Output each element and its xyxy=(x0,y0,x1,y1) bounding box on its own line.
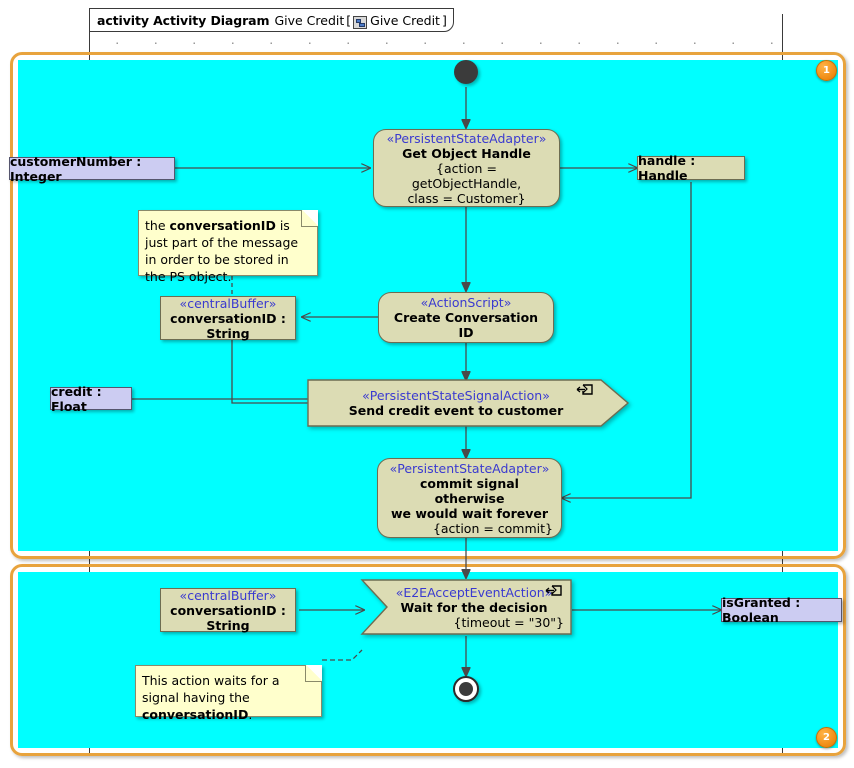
pin-handle[interactable]: handle : Handle xyxy=(637,153,745,183)
note-fold-icon-2 xyxy=(305,665,322,682)
note-conversation-id-text-1: the xyxy=(145,218,170,233)
get-object-handle-stereotype: «PersistentStateAdapter» xyxy=(386,130,547,146)
note-conversation-id-text-2: is just part of the message in order to … xyxy=(145,218,299,284)
pin-is-granted[interactable]: isGranted : Boolean xyxy=(721,595,842,625)
central-buffer-top[interactable]: «centralBuffer» conversationID : String xyxy=(160,295,296,341)
initial-node[interactable] xyxy=(454,60,478,84)
wait-for-decision-props: {timeout = "30"} xyxy=(453,614,564,630)
frame-bracket-open: [ xyxy=(346,12,352,28)
accept-event-shape[interactable] xyxy=(360,578,574,636)
send-signal-icon xyxy=(576,384,593,395)
partition-1-badge: 1 xyxy=(816,60,837,81)
activity-frame-header[interactable]: activity Activity Diagram Give Credit [ … xyxy=(89,8,454,32)
send-signal-shape[interactable] xyxy=(306,378,630,428)
note-conversation-id[interactable]: the conversationID is just part of the m… xyxy=(138,210,318,284)
send-credit-event-name: Send credit event to customer xyxy=(348,403,564,418)
note-conversation-id-bold: conversationID xyxy=(169,218,276,233)
partition-1[interactable]: 1 xyxy=(10,52,846,559)
central-buffer-bottom[interactable]: «centralBuffer» conversationID : String xyxy=(160,587,296,633)
activity-diagram-icon xyxy=(353,15,368,29)
wait-for-decision-stereotype: «E2EAcceptEventAction» xyxy=(395,584,553,600)
action-create-conversation-id[interactable]: «ActionScript» Create Conversation ID xyxy=(378,292,554,343)
commit-signal-props: {action = commit} xyxy=(432,520,553,536)
action-commit-signal[interactable]: «PersistentStateAdapter» commit signal o… xyxy=(377,458,562,538)
central-buffer-top-name: conversationID : String xyxy=(170,310,286,341)
frame-inner-name: Give Credit xyxy=(370,12,440,28)
note-wait-signal-text-2: . xyxy=(248,707,253,722)
central-buffer-bottom-stereotype: «centralBuffer» xyxy=(179,587,277,603)
note-wait-signal[interactable]: This action waits for a signal having th… xyxy=(135,665,322,722)
frame-name: Give Credit xyxy=(274,12,345,28)
frame-keyword: activity Activity Diagram xyxy=(97,12,270,28)
frame-bracket-close: ] xyxy=(441,12,447,28)
accept-event-labels: «E2EAcceptEventAction» Wait for the deci… xyxy=(382,578,566,636)
get-object-handle-props-1: {action = getObjectHandle, xyxy=(411,160,522,191)
note-wait-signal-text-1: This action waits for a signal having th… xyxy=(142,673,280,705)
get-object-handle-props-2: class = Customer} xyxy=(407,190,526,206)
pin-credit[interactable]: credit : Float xyxy=(50,384,132,414)
note-fold-icon xyxy=(301,210,318,227)
accept-event-icon xyxy=(545,585,562,596)
send-credit-event-stereotype: «PersistentStateSignalAction» xyxy=(362,388,550,403)
pin-customer-number[interactable]: customerNumber : Integer xyxy=(9,154,175,184)
send-signal-labels: «PersistentStateSignalAction» Send credi… xyxy=(306,378,606,428)
action-get-object-handle[interactable]: «PersistentStateAdapter» Get Object Hand… xyxy=(373,129,560,207)
central-buffer-top-stereotype: «centralBuffer» xyxy=(179,295,277,311)
create-conversation-id-name: Create Conversation ID xyxy=(393,310,539,340)
commit-signal-name-1: commit signal otherwise xyxy=(420,475,519,506)
partition-2[interactable]: 2 xyxy=(10,564,846,756)
commit-signal-name-2: we would wait forever xyxy=(390,505,549,521)
activity-final-node[interactable] xyxy=(453,676,479,702)
get-object-handle-name: Get Object Handle xyxy=(402,145,531,161)
create-conversation-id-stereotype: «ActionScript» xyxy=(420,295,512,310)
wait-for-decision-name: Wait for the decision xyxy=(400,599,548,615)
commit-signal-stereotype: «PersistentStateAdapter» xyxy=(389,460,550,476)
note-wait-signal-bold: conversationID xyxy=(142,707,249,722)
central-buffer-bottom-name: conversationID : String xyxy=(170,602,286,633)
partition-2-badge: 2 xyxy=(816,727,837,748)
